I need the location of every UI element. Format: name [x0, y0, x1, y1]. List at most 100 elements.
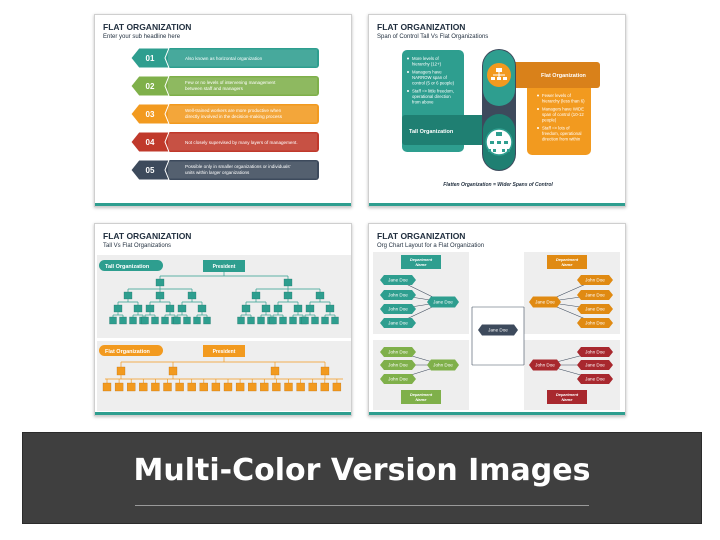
slide-bottom-bar [369, 412, 625, 415]
org-box [272, 382, 281, 392]
org-box [311, 316, 319, 325]
member-node [380, 304, 416, 314]
flat-tree [102, 357, 343, 392]
member-node [577, 318, 613, 328]
bullet-text: Staff => little freedom, [412, 89, 454, 94]
org-box [279, 316, 287, 325]
bullet-dot [407, 57, 409, 60]
slide-subtitle: Enter your sub headline here [103, 34, 181, 40]
item-text: Not closely supervised by many layers of… [185, 140, 298, 145]
org-chart-icon [491, 68, 507, 80]
bullet-dot [537, 94, 539, 97]
org-box [109, 316, 117, 325]
item-bar [143, 104, 319, 124]
member-node-label: John Doe [388, 307, 408, 312]
svg-text:Name: Name [562, 397, 574, 402]
department-box [401, 255, 441, 269]
org-box [151, 316, 159, 325]
svg-text:Department: Department [410, 257, 433, 262]
org-box [269, 316, 277, 325]
slide-thumbnail-3[interactable]: FLAT ORGANIZATION Tall Vs Flat Organizat… [94, 223, 352, 416]
flat-label: Flat Organization [541, 73, 587, 79]
bullet-dot [537, 108, 539, 110]
slide-thumbnail-1[interactable]: FLAT ORGANIZATION Enter your sub headlin… [94, 14, 352, 207]
bullet-text: span of control (10-12 [542, 112, 584, 117]
slide-title: FLAT ORGANIZATION [377, 231, 466, 241]
tall-tree [109, 272, 339, 325]
item-number: 03 [146, 110, 155, 119]
item-text: between staff and managers [185, 86, 244, 91]
number-chevron [130, 75, 170, 97]
org-box [155, 278, 165, 287]
slide-subtitle: Org Chart Layout for a Flat Organization [377, 243, 485, 249]
slide-thumbnail-4[interactable]: FLAT ORGANIZATION Org Chart Layout for a… [368, 223, 626, 416]
member-node-label: Jane Doe [585, 293, 605, 298]
org-box [237, 316, 245, 325]
department-box [401, 390, 441, 404]
bullet-text: people) [542, 118, 557, 123]
member-node [380, 318, 416, 328]
member-node [577, 347, 613, 357]
item-bar [143, 76, 319, 96]
member-node [380, 347, 416, 357]
item-number: 01 [146, 54, 155, 63]
member-node-label: John Doe [585, 350, 605, 355]
member-node-label: Jane Doe [585, 377, 605, 382]
org-box [151, 382, 160, 392]
number-chevron [130, 131, 170, 153]
manager-node [529, 296, 561, 308]
member-node [380, 374, 416, 384]
center-node-label: Jane Doe [488, 328, 508, 333]
department-box [547, 390, 587, 404]
manager-node-label: Jane Doe [433, 300, 453, 305]
bullet-text: Fewer levels of [542, 93, 572, 98]
org-box [129, 316, 137, 325]
bullet-text: direction from within [542, 137, 581, 142]
org-box [325, 304, 335, 313]
svg-text:Name: Name [416, 262, 428, 267]
number-chevron [130, 103, 170, 125]
bullet-text: hierarchy (less than 6) [542, 99, 585, 104]
org-box [283, 278, 293, 287]
bullet-text: NARROW span of [412, 75, 448, 80]
manager-node [427, 296, 459, 308]
org-box [332, 382, 342, 392]
org-box [199, 382, 208, 392]
member-node-label: Jane Doe [585, 307, 605, 312]
org-box [248, 382, 257, 392]
org-box [123, 291, 133, 300]
department-box [547, 255, 587, 269]
org-box [331, 316, 339, 325]
org-box [273, 304, 283, 313]
item-number: 04 [146, 138, 155, 147]
slide-thumbnail-2[interactable]: FLAT ORGANIZATION Span of Control Tall V… [368, 14, 626, 207]
member-node-label: John Doe [585, 321, 605, 326]
number-chevron [130, 47, 170, 69]
manager-node [529, 359, 561, 371]
member-node-label: John Doe [388, 363, 408, 368]
org-box [260, 382, 269, 392]
org-box [114, 382, 124, 392]
item-text: Few or no levels of intervening manageme… [185, 80, 276, 85]
org-box [183, 316, 191, 325]
org-box [139, 382, 148, 392]
org-box [296, 382, 305, 392]
bullet-text: hierarchy (12+) [412, 62, 442, 67]
tall-vs-flat-chart: Tall Organization Flat Organization Pres… [97, 255, 351, 411]
tall-label: Tall Organization [105, 264, 150, 270]
org-box [133, 304, 143, 313]
member-node [380, 275, 416, 285]
member-node-label: Jane Doe [585, 363, 605, 368]
item-bar [143, 132, 319, 152]
org-box [161, 316, 169, 325]
manager-node-label: John Doe [535, 363, 555, 368]
org-box [155, 291, 165, 300]
org-box [113, 304, 123, 313]
slide-title: FLAT ORGANIZATION [103, 22, 192, 32]
item-text: Also known as horizontal organization [185, 56, 263, 61]
bullet-text: Managers have WIDE [542, 107, 584, 112]
org-box [289, 316, 297, 325]
